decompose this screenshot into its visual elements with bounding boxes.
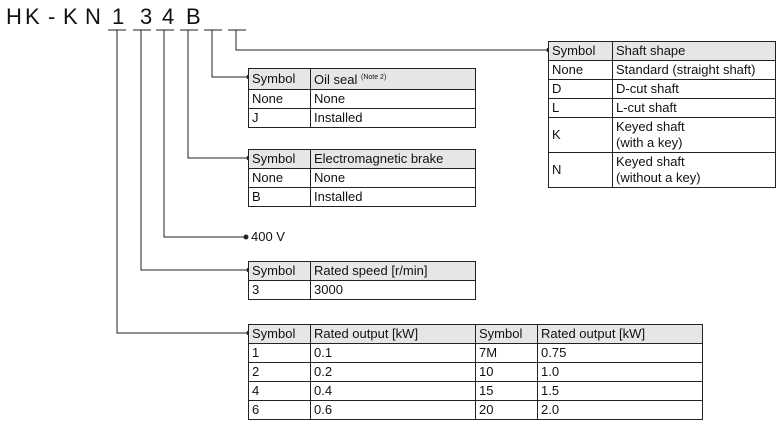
cell: 1 xyxy=(248,343,311,363)
cell: D-cut shaft xyxy=(612,79,776,99)
cell: 1.5 xyxy=(537,381,703,401)
cell: None xyxy=(248,168,311,188)
cell: K xyxy=(548,117,613,153)
cell: 3000 xyxy=(310,280,476,300)
cell: 0.6 xyxy=(310,400,476,420)
note-ref: (Note 2) xyxy=(360,74,387,81)
table-row: None Standard (straight shaft) xyxy=(548,60,776,80)
cell: None xyxy=(248,89,311,109)
cell: 0.2 xyxy=(310,362,476,382)
model-char: B xyxy=(186,4,201,29)
shaft-shape-table: Symbol Shaft shape None Standard (straig… xyxy=(548,41,776,188)
cell: Standard (straight shaft) xyxy=(612,60,776,80)
model-char: H xyxy=(6,4,22,29)
cell: 15 xyxy=(475,381,538,401)
cell: 6 xyxy=(248,400,311,420)
dot xyxy=(243,234,249,240)
leader-speed xyxy=(140,30,249,271)
header-rated-speed: Rated speed [r/min] xyxy=(310,261,476,281)
table-row: L L-cut shaft xyxy=(548,98,776,118)
table-row: 4 0.4 15 1.5 xyxy=(248,381,703,401)
cell: 1.0 xyxy=(537,362,703,382)
table-row: 3 3000 xyxy=(248,280,476,300)
cell: Installed xyxy=(310,108,476,128)
table-row: 6 0.6 20 2.0 xyxy=(248,400,703,420)
table-row: None None xyxy=(248,168,476,188)
cell: None xyxy=(548,60,613,80)
cell: Installed xyxy=(310,187,476,207)
table-row: D D-cut shaft xyxy=(548,79,776,99)
cell: 10 xyxy=(475,362,538,382)
cell: 0.75 xyxy=(537,343,703,363)
model-char: K xyxy=(25,4,40,29)
table-row: N Keyed shaft (without a key) xyxy=(548,152,776,188)
header-oil-seal: Oil seal (Note 2) xyxy=(310,68,476,90)
header-symbol: Symbol xyxy=(248,261,311,281)
header-brake: Electromagnetic brake xyxy=(310,149,476,169)
header-shaft-shape: Shaft shape xyxy=(612,41,776,61)
header-oil-seal-label: Oil seal xyxy=(314,72,358,87)
model-char: K xyxy=(63,4,78,29)
header-rated-output: Rated output [kW] xyxy=(310,324,476,344)
cell: L-cut shaft xyxy=(612,98,776,118)
cell: B xyxy=(248,187,311,207)
rated-speed-table: Symbol Rated speed [r/min] 3 3000 xyxy=(248,261,476,300)
header-rated-output: Rated output [kW] xyxy=(537,324,703,344)
table-row: 2 0.2 10 1.0 xyxy=(248,362,703,382)
cell: J xyxy=(248,108,311,128)
leader-voltage xyxy=(163,30,246,238)
cell: Keyed shaft (without a key) xyxy=(612,152,776,188)
voltage-label: 400 V xyxy=(251,229,285,244)
header-symbol: Symbol xyxy=(248,324,311,344)
model-char: - xyxy=(48,4,56,29)
header-symbol: Symbol xyxy=(248,149,311,169)
leader-brake xyxy=(187,30,249,159)
cell: None xyxy=(310,89,476,109)
leader-output xyxy=(116,30,249,334)
cell: Keyed shaft (with a key) xyxy=(612,117,776,153)
table-row: None None xyxy=(248,89,476,109)
cell: 0.4 xyxy=(310,381,476,401)
cell: 3 xyxy=(248,280,311,300)
table-row: K Keyed shaft (with a key) xyxy=(548,117,776,153)
brake-table: Symbol Electromagnetic brake None None B… xyxy=(248,149,476,207)
leader-oil-seal xyxy=(211,30,249,78)
cell: 7M xyxy=(475,343,538,363)
table-row: B Installed xyxy=(248,187,476,207)
cell: D xyxy=(548,79,613,99)
table-row: 1 0.1 7M 0.75 xyxy=(248,343,703,363)
cell: 0.1 xyxy=(310,343,476,363)
cell: 2 xyxy=(248,362,311,382)
cell: L xyxy=(548,98,613,118)
cell: 20 xyxy=(475,400,538,420)
leader-shaft xyxy=(235,30,549,51)
model-char: N xyxy=(85,4,101,29)
header-symbol: Symbol xyxy=(548,41,613,61)
cell: 2.0 xyxy=(537,400,703,420)
model-char: 4 xyxy=(162,4,175,29)
cell: 4 xyxy=(248,381,311,401)
model-char: 3 xyxy=(140,4,153,29)
header-symbol: Symbol xyxy=(475,324,538,344)
model-char: 1 xyxy=(112,4,125,29)
header-symbol: Symbol xyxy=(248,68,311,90)
cell: None xyxy=(310,168,476,188)
table-row: J Installed xyxy=(248,108,476,128)
oil-seal-table: Symbol Oil seal (Note 2) None None J Ins… xyxy=(248,68,476,128)
cell: N xyxy=(548,152,613,188)
rated-output-table: Symbol Rated output [kW] Symbol Rated ou… xyxy=(248,324,703,420)
